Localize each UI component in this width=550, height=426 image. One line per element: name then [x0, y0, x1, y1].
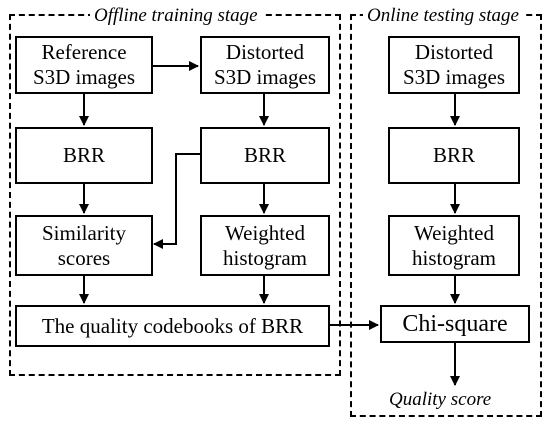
- arrow-brr-dist-to-similarity: [153, 153, 202, 249]
- distorted-s3d-images-offline-box: Distorted S3D images: [200, 36, 330, 94]
- reference-s3d-images-label: Reference S3D images: [32, 40, 136, 89]
- quality-codebooks-label: The quality codebooks of BRR: [41, 313, 304, 338]
- distorted-s3d-images-online-label: Distorted S3D images: [402, 40, 506, 89]
- brr-reference-label: BRR: [62, 143, 106, 167]
- weighted-histogram-offline-box: Weighted histogram: [200, 215, 330, 276]
- brr-distorted-box: BRR: [200, 127, 330, 184]
- reference-s3d-images-box: Reference S3D images: [15, 36, 153, 94]
- distorted-s3d-images-online-box: Distorted S3D images: [388, 36, 520, 94]
- online-stage-title: Online testing stage: [363, 5, 523, 27]
- quality-score-label: Quality score: [389, 389, 492, 410]
- weighted-histogram-online-label: Weighted histogram: [412, 220, 496, 270]
- similarity-scores-box: Similarity scores: [15, 215, 153, 276]
- distorted-s3d-images-offline-label: Distorted S3D images: [213, 40, 317, 89]
- quality-codebooks-box: The quality codebooks of BRR: [15, 305, 330, 347]
- brr-reference-box: BRR: [15, 127, 153, 184]
- brr-online-label: BRR: [432, 143, 476, 167]
- weighted-histogram-online-box: Weighted histogram: [388, 215, 520, 276]
- chi-square-label: Chi-square: [402, 310, 508, 337]
- brr-online-box: BRR: [388, 127, 520, 184]
- similarity-scores-label: Similarity scores: [42, 220, 126, 270]
- chi-square-box: Chi-square: [380, 305, 530, 343]
- weighted-histogram-offline-label: Weighted histogram: [223, 220, 307, 270]
- offline-stage-title: Offline training stage: [90, 5, 262, 27]
- brr-distorted-label: BRR: [243, 143, 287, 167]
